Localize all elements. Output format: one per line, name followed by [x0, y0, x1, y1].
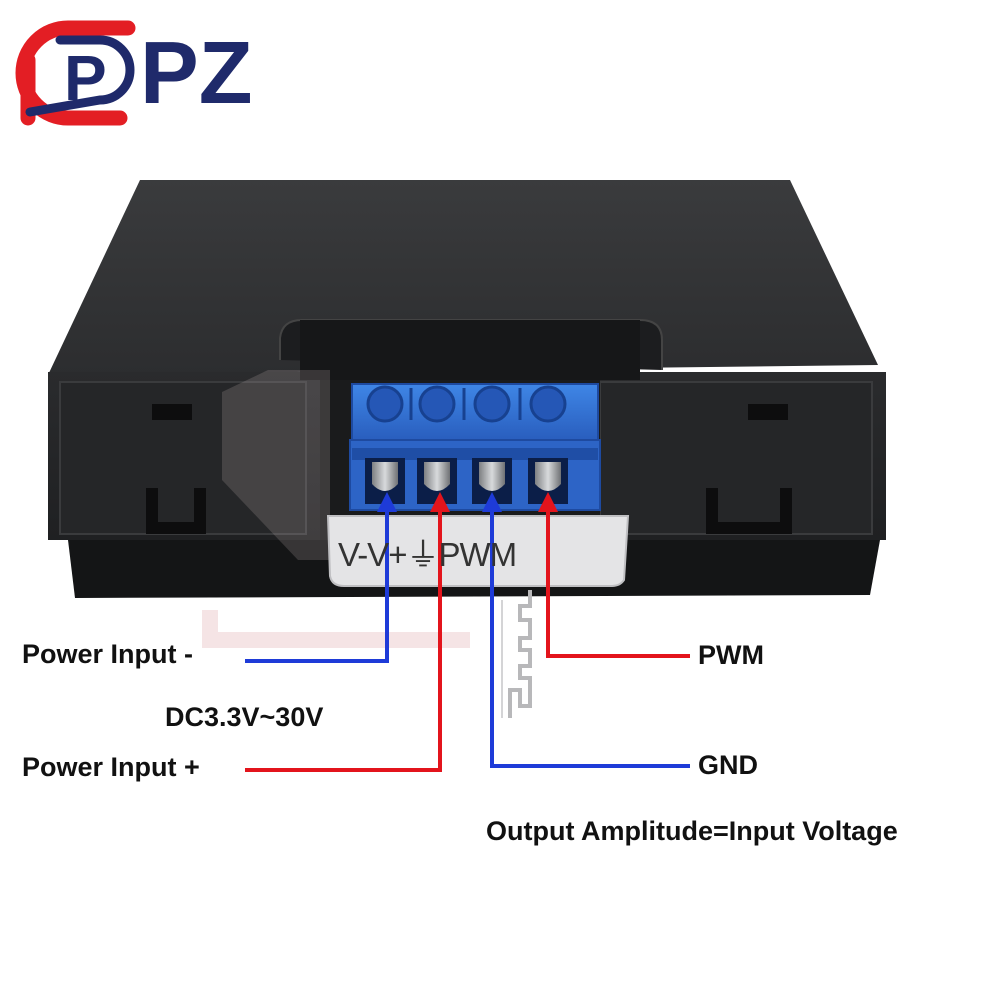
label-voltage-range: DC3.3V~30V — [165, 702, 324, 732]
terminal-screw-2 — [418, 385, 456, 423]
arrow-up-icon — [538, 492, 558, 512]
brand-logo: P PZ — [15, 20, 252, 126]
wire-power-plus — [245, 492, 450, 772]
arrow-up-icon — [482, 492, 502, 512]
pin-labels: V-V+⏚PWM — [338, 536, 517, 573]
arrow-up-icon — [377, 492, 397, 512]
arrow-up-icon — [430, 492, 450, 512]
label-pwm: PWM — [698, 640, 764, 670]
wire-gnd — [482, 492, 690, 768]
label-power-input-minus: Power Input - — [22, 639, 193, 669]
square-wave-icon — [501, 590, 532, 718]
label-output-note: Output Amplitude=Input Voltage — [486, 816, 898, 846]
watermark — [202, 610, 470, 648]
terminal-block — [349, 383, 601, 511]
wire-power-minus — [245, 492, 397, 663]
terminal-screw-1 — [366, 385, 404, 423]
brand-mark-letter: P — [64, 42, 107, 114]
label-gnd: GND — [698, 750, 758, 780]
brand-name: PZ — [140, 23, 252, 122]
wire-pwm — [538, 492, 690, 658]
label-power-input-plus: Power Input + — [22, 752, 200, 782]
terminal-screw-4 — [529, 385, 567, 423]
terminal-screw-3 — [473, 385, 511, 423]
pin-label-plate — [326, 515, 630, 587]
